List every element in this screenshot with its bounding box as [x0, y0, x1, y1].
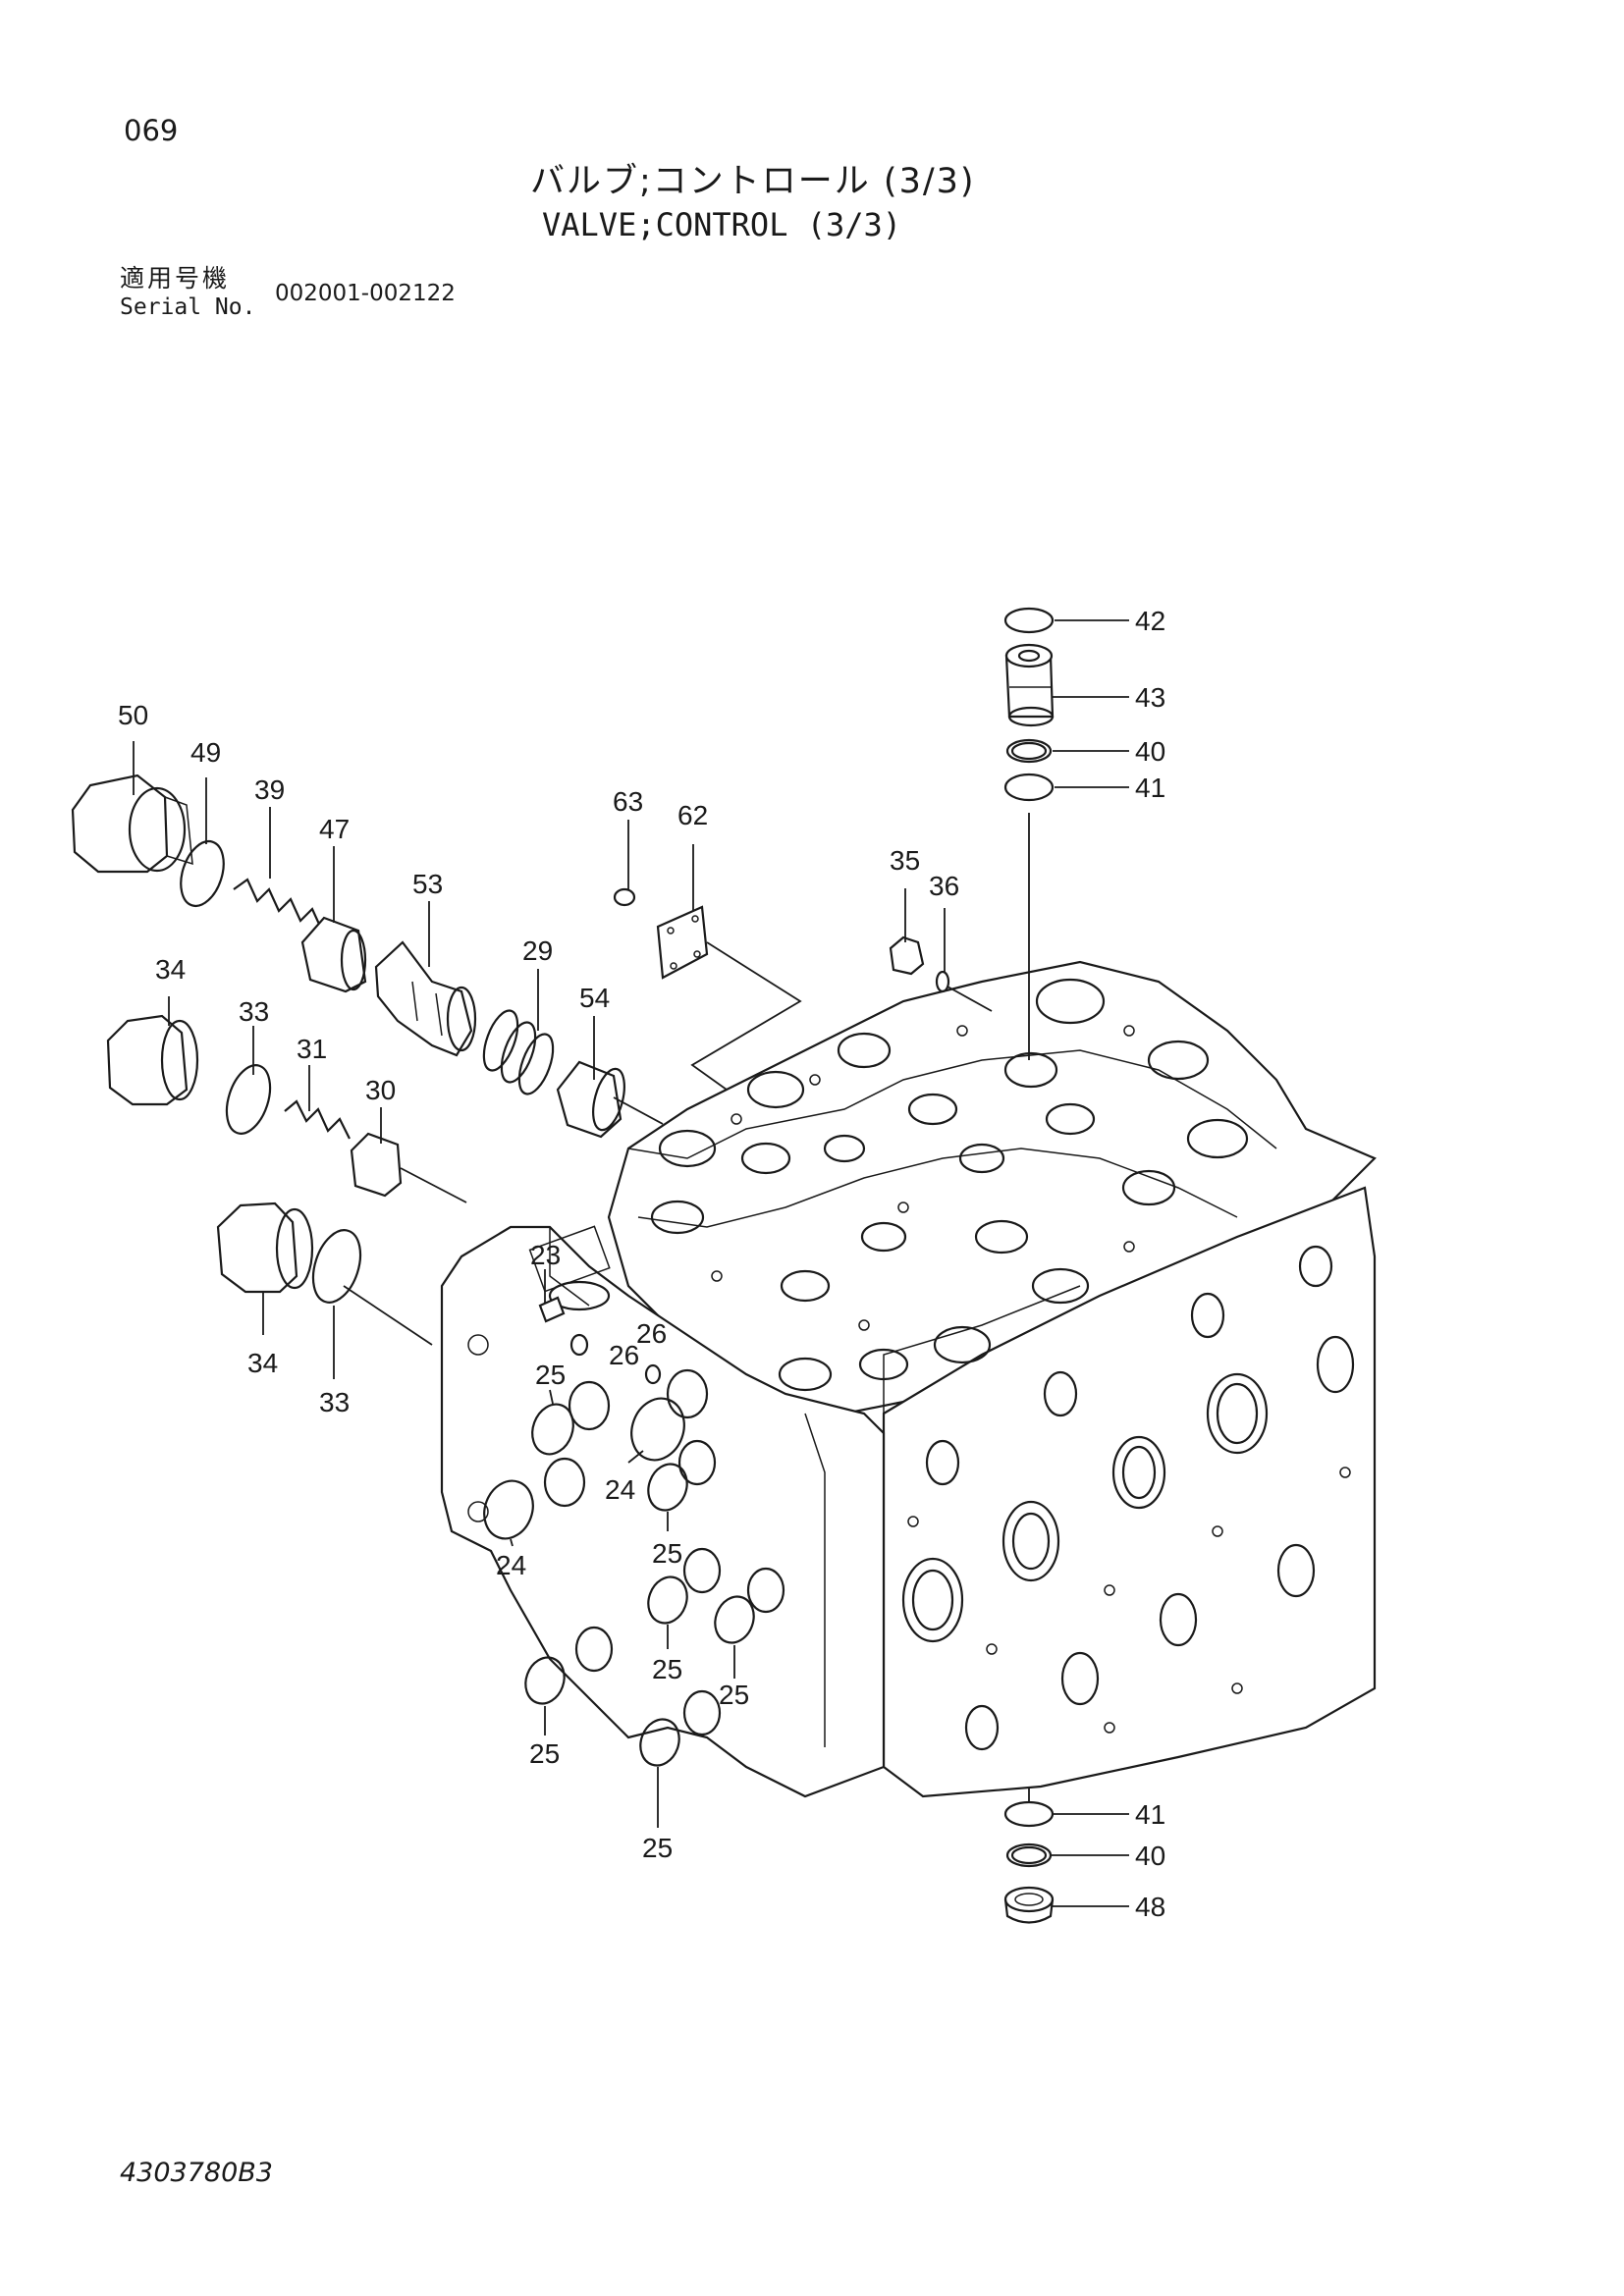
- part-34-plug-upper: [106, 1014, 199, 1106]
- part-34-plug-lower: [216, 1201, 314, 1294]
- page-number: 069: [124, 114, 179, 147]
- part-62-plate: [656, 905, 709, 980]
- part-25-o-ring-3: [647, 1575, 688, 1625]
- callout-63: 63: [613, 786, 643, 817]
- part-63-screw: [613, 887, 636, 907]
- callout-25-a: 25: [535, 1360, 566, 1390]
- callout-48: 48: [1135, 1892, 1165, 1922]
- part-47-spool-cap: [300, 916, 367, 993]
- callout-39: 39: [254, 774, 285, 805]
- part-33-o-ring-upper: [225, 1064, 272, 1135]
- part-36-o-ring: [935, 970, 950, 993]
- callout-42: 42: [1135, 606, 1165, 636]
- callout-30: 30: [365, 1075, 396, 1105]
- part-40-backup-ring-upper: [1005, 738, 1053, 764]
- part-29-rings: [482, 1009, 555, 1095]
- part-41-o-ring-upper: [1003, 773, 1055, 802]
- callout-34-lower: 34: [247, 1348, 278, 1378]
- callout-43: 43: [1135, 682, 1165, 713]
- callout-34-upper: 34: [155, 954, 186, 985]
- callout-25-b: 25: [652, 1538, 682, 1569]
- serial-label-japanese: 適用号機: [120, 264, 231, 293]
- drawing-number: 4303780B3: [120, 2158, 273, 2188]
- callout-24-b: 24: [496, 1550, 526, 1580]
- callout-23: 23: [530, 1240, 561, 1270]
- part-53-spool: [374, 940, 477, 1057]
- part-33-o-ring-lower: [311, 1229, 362, 1304]
- callout-41-upper: 41: [1135, 773, 1165, 803]
- part-23-plug: [538, 1296, 566, 1323]
- callout-33-upper: 33: [239, 996, 269, 1027]
- callout-29: 29: [522, 935, 553, 966]
- callout-33-lower: 33: [319, 1387, 350, 1417]
- part-43-relief-valve: [1004, 643, 1055, 727]
- part-49-o-ring: [180, 839, 225, 908]
- part-24-o-ring-1: [630, 1397, 685, 1462]
- callout-49: 49: [190, 737, 221, 768]
- callout-25-f: 25: [642, 1833, 673, 1863]
- part-26-o-ring-a: [569, 1333, 589, 1357]
- callout-54: 54: [579, 983, 610, 1013]
- part-31-spring: [284, 1099, 351, 1140]
- callout-26-b: 26: [609, 1340, 639, 1370]
- part-25-o-ring-2: [647, 1463, 688, 1512]
- callout-40-lower: 40: [1135, 1841, 1165, 1871]
- callout-50: 50: [118, 700, 148, 730]
- part-35-plug: [889, 935, 925, 976]
- part-42-o-ring: [1003, 607, 1055, 634]
- callout-24-a: 24: [605, 1474, 635, 1505]
- part-41-o-ring-lower: [1003, 1800, 1055, 1828]
- part-24-o-ring-2: [483, 1479, 534, 1540]
- part-25-o-ring-1: [531, 1403, 574, 1456]
- callout-25-d: 25: [719, 1680, 749, 1710]
- title-english: VALVE;CONTROL (3/3): [542, 206, 902, 243]
- part-25-o-ring-4: [714, 1595, 755, 1644]
- callout-35: 35: [890, 845, 920, 876]
- callout-62: 62: [677, 800, 708, 830]
- part-30-piston: [350, 1132, 403, 1198]
- callout-36: 36: [929, 871, 959, 901]
- part-50-plug: [71, 774, 193, 874]
- callout-26-a: 26: [636, 1318, 667, 1349]
- part-54-sleeve: [556, 1060, 625, 1139]
- serial-range: 002001-002122: [275, 281, 456, 306]
- part-25-o-ring-5: [524, 1656, 566, 1705]
- title-japanese: バルブ;コントロール (3/3): [530, 162, 976, 201]
- part-26-o-ring-b: [644, 1363, 662, 1385]
- part-39-spring: [233, 878, 324, 932]
- callout-41-lower: 41: [1135, 1799, 1165, 1830]
- valve-body: [440, 960, 1377, 1798]
- callout-25-e: 25: [529, 1738, 560, 1769]
- callout-25-c: 25: [652, 1654, 682, 1684]
- part-40-backup-ring-lower: [1005, 1842, 1053, 1868]
- part-25-o-ring-6: [639, 1718, 680, 1767]
- part-48-plug: [1003, 1886, 1055, 1924]
- callout-40-upper: 40: [1135, 736, 1165, 767]
- callout-47: 47: [319, 814, 350, 844]
- callout-31: 31: [297, 1034, 327, 1064]
- serial-label-english: Serial No.: [120, 294, 256, 320]
- callout-53: 53: [412, 869, 443, 899]
